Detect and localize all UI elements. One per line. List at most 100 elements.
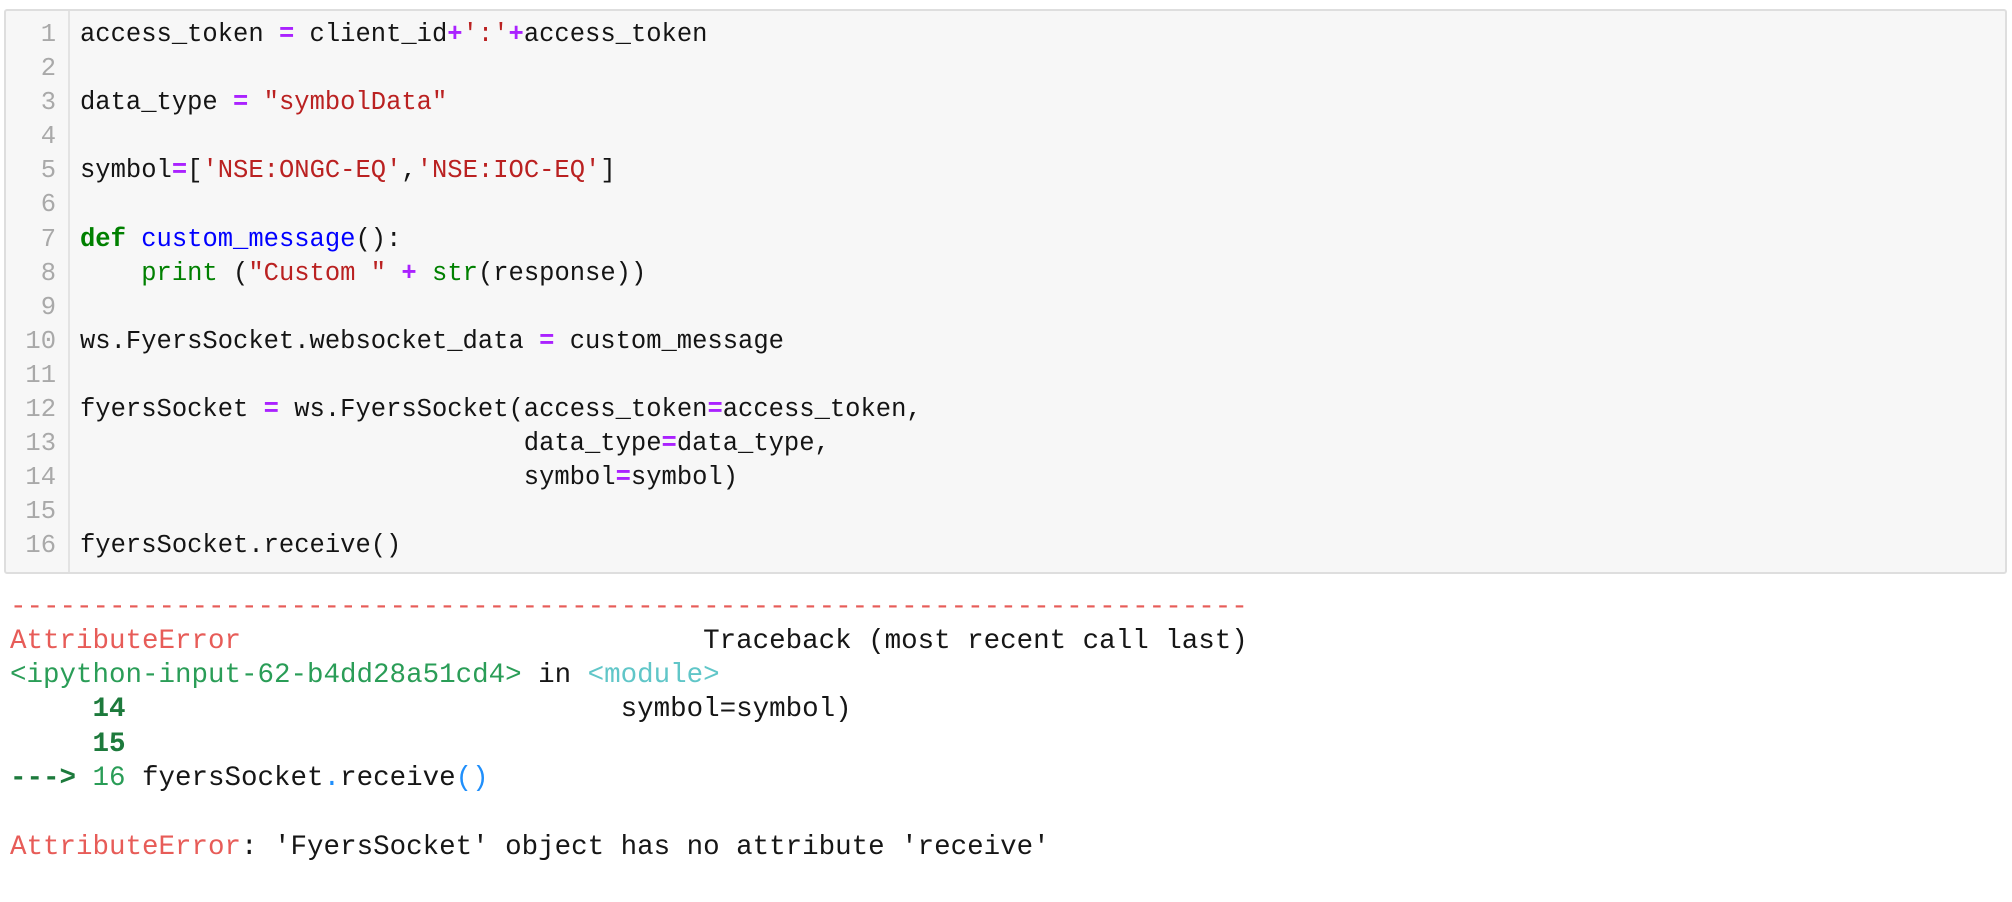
traceback-line: AttributeError Traceback (most recent ca… [10,625,2012,659]
token-plain [80,259,141,288]
token-plain: ws.FyersSocket(access_token [278,395,708,425]
traceback-line: ----------------------------------------… [10,591,2012,625]
traceback-line: 14 symbol=symbol) [10,693,2012,727]
line-number: 5 [40,156,56,186]
code-line: def custom_message(): [80,223,2005,257]
token-plain [248,88,263,117]
token-plain: data_type, [676,429,830,459]
code-line: fyersSocket = ws.FyersSocket(access_toke… [80,393,2005,427]
code-line: data_type=data_type, [80,427,2005,461]
token-plain: symbol [80,156,172,186]
line-number: 1 [40,20,56,49]
code-line: symbol=symbol) [80,461,2005,495]
token-op: = [615,463,631,493]
line-number: 7 [40,224,56,254]
token-kw: def [80,224,126,254]
token-str: "symbolData" [263,88,448,118]
token-red: AttributeError [10,625,242,657]
line-number: 10 [25,326,56,356]
traceback-line: <ipython-input-62-b4dd28a51cd4> in <modu… [10,659,2012,693]
code-line [80,495,2005,529]
token-op: + [447,20,463,49]
token-op: = [233,88,249,118]
token-str: ':' [462,20,509,49]
token-plain: symbol) [630,463,739,493]
token-plain: access_token [80,20,279,49]
token-plain: symbol [80,463,616,493]
code-line [80,291,2005,325]
token-op: + [508,20,524,49]
token-str: 'NSE:ONGC-EQ' [202,156,402,186]
line-number: 8 [40,258,56,288]
traceback-line: 15 [10,728,2012,762]
line-number: 2 [40,54,56,84]
token-plain: , [401,156,417,186]
token-plain [386,259,401,288]
line-number: 4 [40,122,56,152]
token-cyan: <module> [587,660,720,692]
token-text: in [521,660,588,692]
traceback-line: ---> 16 fyersSocket.receive() [10,762,2012,796]
traceback-line: AttributeError: 'FyersSocket' object has… [10,831,2012,865]
code-line [80,359,2005,393]
traceback-line [10,796,2012,830]
code-line: symbol=['NSE:ONGC-EQ','NSE:IOC-EQ'] [80,154,2005,188]
token-plain: (response)) [477,258,647,288]
token-op: + [401,258,417,288]
line-number: 12 [25,395,56,425]
token-plain: access_token [523,20,708,49]
line-number: 11 [25,360,56,390]
token-builtin: str [432,258,478,288]
token-blue: () [455,762,489,794]
token-text: receive [340,762,456,794]
token-greenb: 15 [10,728,126,760]
code-line: access_token = client_id+':'+access_toke… [80,18,2005,52]
line-number: 14 [25,463,56,493]
token-op: = [263,395,279,425]
code-line: ws.FyersSocket.websocket_data = custom_m… [80,325,2005,359]
token-plain: ( [217,258,249,288]
token-text: Traceback (most recent call last) [241,625,1248,657]
token-plain: [ [187,156,203,186]
token-text: : 'FyersSocket' object has no attribute … [241,831,1050,863]
token-greenb: ---> [10,762,93,794]
token-op: = [707,395,723,425]
token-greenb: 14 [10,694,126,726]
code-line: print ("Custom " + str(response)) [80,257,2005,291]
line-number: 16 [25,531,56,561]
line-number: 15 [25,497,56,527]
token-plain [126,225,141,254]
token-red: AttributeError [10,831,242,863]
token-fn: custom_message [141,224,356,254]
token-plain: client_id [294,20,448,49]
token-text: symbol=symbol) [125,694,852,726]
token-plain: (): [355,224,402,254]
token-str: "Custom " [248,258,387,288]
code-line: fyersSocket.receive() [80,529,2005,563]
token-op: = [171,156,188,186]
token-green: 16 [92,762,126,794]
token-builtin: print [141,258,218,288]
token-text: fyersSocket [125,762,324,794]
line-number: 13 [25,429,56,459]
token-plain: fyersSocket.receive() [80,531,402,561]
token-op: = [278,20,295,49]
code-line [80,188,2005,222]
token-plain: ws.FyersSocket.websocket_data [80,326,540,356]
code-line [80,120,2005,154]
token-text [126,729,143,760]
token-str: 'NSE:IOC-EQ' [416,156,601,186]
code-line: data_type = "symbolData" [80,86,2005,120]
code-editor[interactable]: access_token = client_id+':'+access_toke… [70,11,2005,572]
token-plain: fyersSocket [80,395,264,425]
token-op: = [661,429,677,459]
error-traceback-output: ----------------------------------------… [10,591,2012,865]
token-blue: . [323,762,341,794]
code-line [80,52,2005,86]
token-plain: data_type [80,429,662,459]
token-red: ----------------------------------------… [10,591,1248,623]
token-green: <ipython-input-62-b4dd28a51cd4> [10,660,522,692]
line-number: 9 [40,292,56,322]
